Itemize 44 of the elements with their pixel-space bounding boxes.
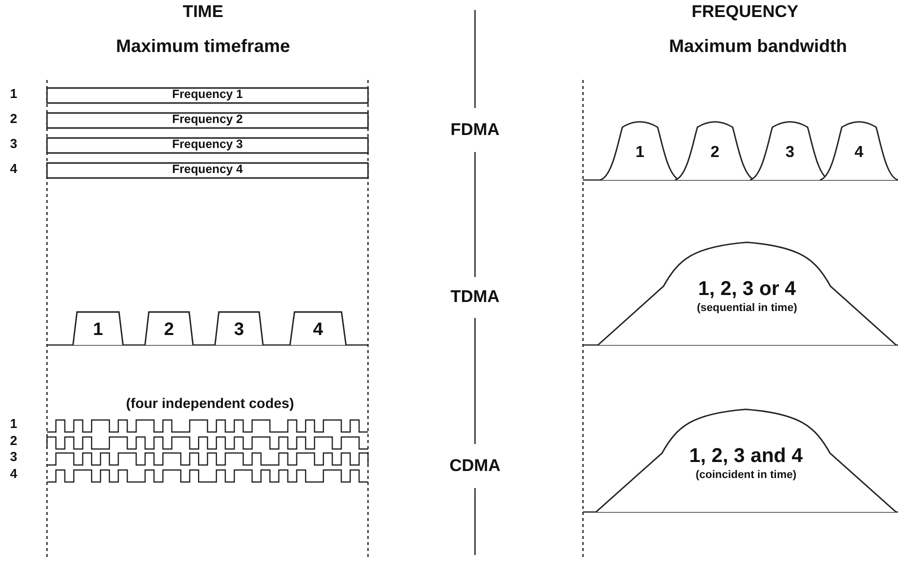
pulse-label: Frequency 2 [172,113,243,126]
pulse-note: (coincident in time) [696,469,796,482]
pulse-label: 3 [234,320,244,340]
row-number: 2 [10,112,18,126]
frequency-band-bar [47,88,368,103]
pulse-label: 3 [786,144,794,162]
note-text: (four independent codes) [126,396,294,412]
pulse-note: (sequential in time) [696,302,798,314]
scheme-name: FDMA [450,121,500,140]
pulse-label: Frequency 3 [172,138,243,152]
pulse-label: 4 [854,144,864,162]
spectrum-pulse [600,120,680,180]
pulse-label: 1, 2, 3 or 4 [698,278,796,300]
spectrum-pulse [675,120,755,180]
pulse-label: Frequency 1 [172,88,243,102]
scheme-name: TDMA [450,288,500,307]
scheme-name: CDMA [450,457,500,476]
time-slot-pulse [145,312,193,345]
pulse-label: 2 [710,144,720,162]
pulse-label: Frequency 4 [172,163,243,176]
code-number: 1 [10,417,18,432]
time-slot-pulse [73,312,123,345]
row-number: 1 [10,87,18,102]
time-slot-pulse [215,312,263,345]
code-number: 2 [10,434,18,448]
column-subheading: Maximum timeframe [116,37,290,57]
frequency-band-bar [47,113,368,128]
spectrum-pulse [820,120,898,180]
code-number: 3 [10,450,18,464]
time-slot-pulse [290,312,346,345]
row-number: 3 [10,137,18,152]
pulse-label: 1 [93,320,103,340]
column-heading: FREQUENCY [692,3,798,22]
pulse-label: 1, 2, 3 and 4 [689,445,803,467]
code-number: 4 [10,467,18,482]
column-heading: TIME [182,3,224,22]
pulse-label: 4 [313,320,323,340]
column-subheading: Maximum bandwidth [669,37,847,57]
spectrum-pulse [750,120,830,180]
pulse-label: 2 [164,320,174,340]
frequency-band-bar [47,138,368,153]
row-number: 4 [10,162,18,176]
pulse-label: 1 [636,144,644,162]
frequency-band-bar [47,163,368,178]
